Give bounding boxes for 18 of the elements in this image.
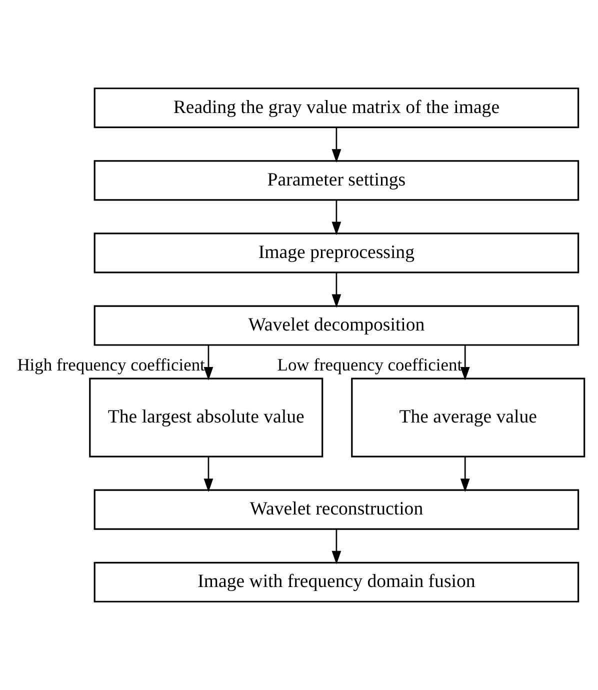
arrow [332,529,342,564]
edge-label: Low frequency coefficient [277,354,462,374]
arrow [332,272,342,308]
node-box: Image preprocessing [94,232,580,274]
arrow [332,200,342,236]
arrow [332,128,342,163]
node-box: Reading the gray value matrix of the image [94,88,580,128]
arrow [460,345,470,380]
node-box: The largest absolute value [89,378,324,458]
node-box: The average value [351,378,586,458]
edge-label: High frequency coefficient [17,354,205,374]
node-box: Wavelet decomposition [94,305,580,346]
node-box: Wavelet reconstruction [94,489,580,530]
node-box: Image with frequency domain fusion [94,562,580,602]
node-box: Parameter settings [94,160,580,201]
arrow [460,456,470,492]
arrow [204,345,214,380]
arrow [204,456,214,492]
